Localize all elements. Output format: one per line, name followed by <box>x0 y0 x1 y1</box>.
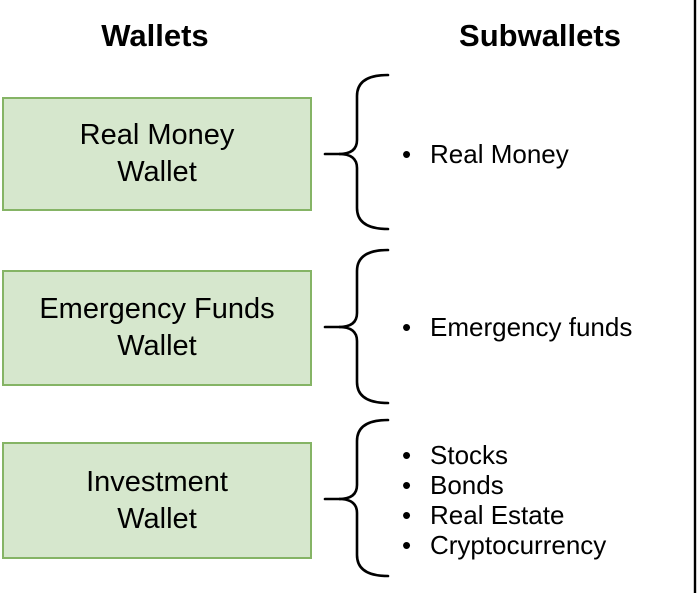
list-item: • Stocks <box>396 440 606 470</box>
subwallet-list-investment: • Stocks • Bonds • Real Estate • Cryptoc… <box>396 440 606 560</box>
list-item: • Real Money <box>396 139 569 169</box>
list-item: • Cryptocurrency <box>396 530 606 560</box>
bullet-icon: • <box>402 138 412 169</box>
wallet-box-label: Real Money Wallet <box>79 119 235 188</box>
list-item: • Real Estate <box>396 500 606 530</box>
wallets-column-header: Wallets <box>101 18 209 53</box>
bullet-icon: • <box>402 439 412 470</box>
wallet-box-investment: Investment Wallet <box>2 442 312 559</box>
list-item-label: Stocks <box>430 439 509 470</box>
list-item-label: Bonds <box>430 469 504 500</box>
list-item-label: Real Money <box>430 138 569 169</box>
bullet-icon: • <box>402 311 412 342</box>
wallet-box-label: Emergency Funds Wallet <box>39 293 275 362</box>
bullet-icon: • <box>402 499 412 530</box>
list-item-label: Emergency funds <box>430 311 633 342</box>
subwallet-list-emergency-funds: • Emergency funds <box>396 312 632 342</box>
subwallets-column-header: Subwallets <box>459 18 621 53</box>
bullet-icon: • <box>402 469 412 500</box>
list-item: • Emergency funds <box>396 312 632 342</box>
curly-brace-icon <box>338 73 390 231</box>
curly-brace-icon <box>338 248 390 405</box>
curly-brace-icon <box>338 418 390 578</box>
wallet-box-label: Investment Wallet <box>86 465 228 535</box>
subwallet-list-real-money: • Real Money <box>396 139 569 169</box>
wallet-box-real-money: Real Money Wallet <box>2 97 312 211</box>
list-item-label: Cryptocurrency <box>430 529 607 560</box>
wallet-box-emergency-funds: Emergency Funds Wallet <box>2 270 312 386</box>
list-item: • Bonds <box>396 470 606 500</box>
bullet-icon: • <box>402 529 412 560</box>
list-item-label: Real Estate <box>430 499 565 530</box>
